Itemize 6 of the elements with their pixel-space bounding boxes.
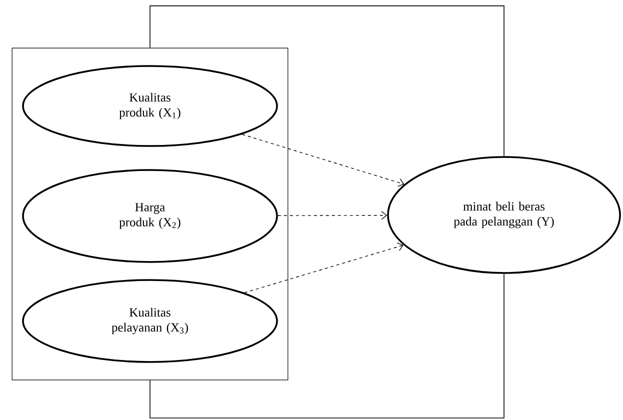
connector-line	[150, 274, 504, 418]
connector-line	[150, 5, 504, 156]
dashed-arrow	[278, 211, 388, 220]
dashed-arrow	[244, 242, 404, 294]
group-box	[12, 48, 288, 380]
dashed-arrow	[242, 134, 404, 187]
